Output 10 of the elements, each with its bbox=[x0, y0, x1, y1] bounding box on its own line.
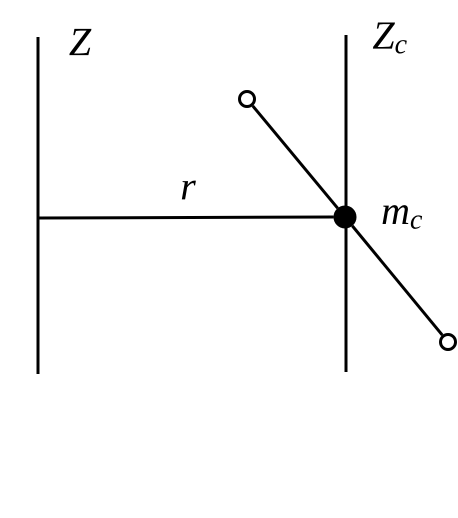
rod-line bbox=[351, 224, 444, 336]
mass-point bbox=[334, 206, 356, 228]
axis-label: Z$_{c}$ bbox=[372, 22, 407, 54]
axis-label: Z bbox=[69, 28, 92, 56]
rod-line bbox=[38, 216, 334, 220]
mass-label: m$_{c}$ bbox=[382, 205, 422, 229]
edge-label: r bbox=[182, 180, 196, 200]
rod-line bbox=[252, 104, 339, 210]
end-ring bbox=[238, 90, 256, 108]
end-ring bbox=[439, 333, 457, 351]
